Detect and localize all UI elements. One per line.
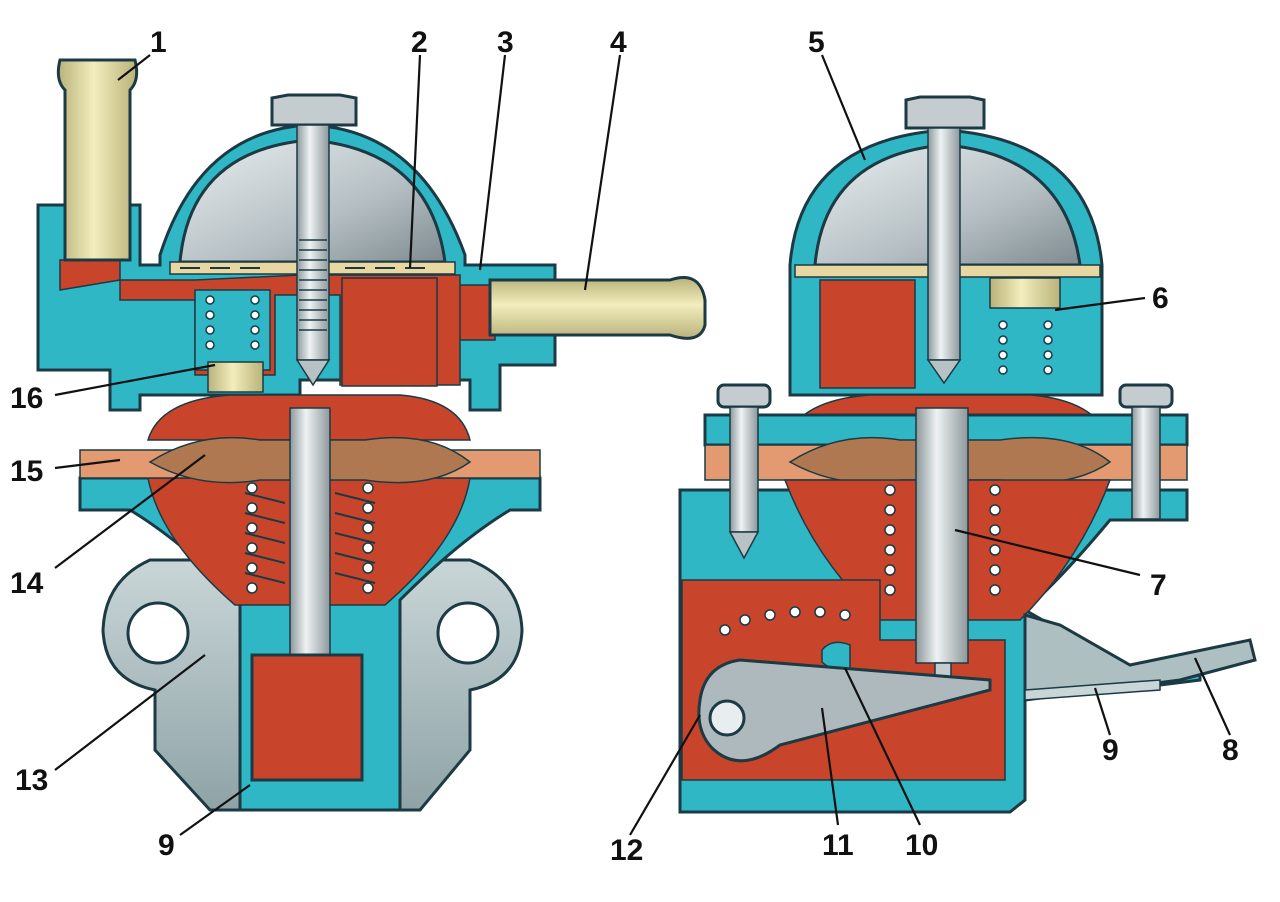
- left-pump-section: [36, 58, 707, 812]
- callout-12: 12: [610, 834, 643, 867]
- callout-labels: 1 2 3 4 5 6 16 15 14 13 9 7 12 11 10 9 8: [10, 26, 1239, 867]
- leader-10: [844, 667, 921, 826]
- callout-15: 15: [10, 455, 43, 488]
- cover-bolt-shank: [296, 124, 330, 361]
- leader-4: [583, 54, 622, 291]
- leader-5: [820, 54, 867, 161]
- cover-bolt-thread: [299, 239, 327, 331]
- inlet-valve-seat: [207, 361, 264, 393]
- leader-13: [54, 654, 206, 771]
- inlet-valve-spring: [205, 295, 260, 350]
- pushrod-cup: [250, 653, 364, 782]
- leader-6: [1054, 296, 1146, 312]
- leader-7: [954, 528, 1141, 577]
- cover-bolt-tip: [295, 359, 331, 387]
- callout-2: 2: [411, 26, 428, 59]
- drive-lever: [697, 658, 992, 763]
- diaphragm-spring: [246, 482, 374, 594]
- spring-retainer-cap: [821, 641, 851, 670]
- outlet-valve-spring: [998, 320, 1053, 375]
- leader-8: [1193, 657, 1232, 736]
- leader-2: [408, 54, 422, 269]
- right-chamber: [819, 279, 916, 389]
- lever-return-spring: [719, 606, 851, 636]
- callout-10: 10: [905, 829, 938, 862]
- leader-14: [54, 454, 206, 569]
- callout-16: 16: [10, 382, 43, 415]
- outlet-fitting: [488, 276, 707, 340]
- callout-5: 5: [808, 26, 825, 59]
- callout-7: 7: [1150, 569, 1167, 602]
- flange-bolt-right: [1118, 383, 1174, 520]
- callout-9-left: 9: [158, 829, 175, 862]
- lever-link: [1024, 679, 1161, 701]
- right-cover-bolt-shank: [927, 127, 961, 361]
- leader-1: [117, 54, 151, 81]
- right-pump-section: [678, 95, 1257, 814]
- leader-15: [54, 458, 121, 470]
- callout-4: 4: [610, 26, 627, 59]
- callout-14: 14: [10, 567, 44, 600]
- leader-9-left: [179, 784, 251, 836]
- lever-pivot: [708, 699, 746, 737]
- right-cover-bolt-tip: [926, 359, 962, 385]
- flange-bolt-left: [716, 383, 772, 560]
- callout-8: 8: [1222, 734, 1239, 767]
- leader-11: [820, 707, 840, 826]
- callout-3: 3: [497, 26, 514, 59]
- mounting-hole-left: [126, 601, 190, 665]
- diaphragm-spring-coils: [244, 492, 376, 584]
- callout-6: 6: [1152, 282, 1169, 315]
- leader-3: [478, 54, 507, 271]
- callout-13: 13: [15, 764, 48, 797]
- mounting-hole-right: [436, 601, 500, 665]
- right-cover-bolt-head: [904, 95, 986, 130]
- right-diaphragm-spring: [884, 484, 1001, 596]
- inlet-fitting: [56, 58, 139, 262]
- right-pump-rod: [915, 407, 969, 664]
- leader-lines: [54, 54, 1232, 836]
- callout-11: 11: [822, 829, 854, 862]
- outlet-chamber: [341, 277, 438, 387]
- callout-9-right: 9: [1102, 734, 1119, 767]
- outlet-valve-seat: [989, 277, 1061, 309]
- cover-bolt-head: [270, 93, 358, 127]
- leader-16: [54, 363, 216, 397]
- callout-1: 1: [150, 26, 167, 59]
- leader-12: [629, 714, 701, 836]
- pump-rod: [289, 407, 331, 684]
- leader-9-right: [1093, 687, 1112, 736]
